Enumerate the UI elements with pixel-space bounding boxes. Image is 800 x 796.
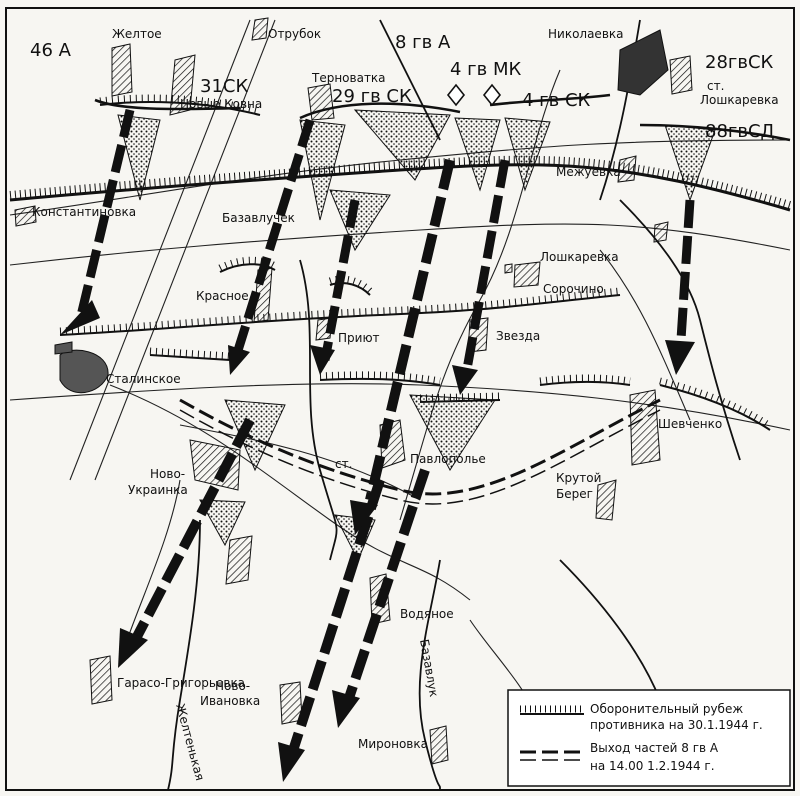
unit-8gva: 8 гв А bbox=[395, 32, 451, 53]
place-st-loshkarevka-1: ст. bbox=[707, 79, 724, 93]
place-sorochino: Сорочино bbox=[543, 282, 604, 296]
settlements bbox=[14, 17, 693, 765]
place-st: ст. bbox=[335, 457, 352, 471]
legend-line1-a: Оборонительный рубеж bbox=[590, 702, 743, 716]
place-mezhuevka: Межуевка bbox=[556, 165, 621, 179]
place-novo-1: Ново- bbox=[150, 467, 185, 481]
place-mironovka: Мироновка bbox=[358, 737, 428, 751]
place-bereg: Берег bbox=[556, 487, 593, 501]
unit-4gvsk: 4 гв СК bbox=[522, 90, 591, 111]
river-zheltenkaya: Желтенькая bbox=[173, 702, 207, 782]
place-bazavluchek: Базавлучек bbox=[222, 211, 295, 225]
place-loshkarevka: Лошкаревка bbox=[540, 250, 619, 264]
place-pavlopole: Павлополье bbox=[410, 452, 486, 466]
place-zheltoe: Желтое bbox=[112, 27, 162, 41]
attack-arrows bbox=[75, 108, 695, 762]
place-novye-kovna: Новые Ковна bbox=[180, 97, 262, 111]
legend: Оборонительный рубеж противника на 30.1.… bbox=[507, 689, 791, 787]
place-konstantinovka: Константиновка bbox=[32, 205, 136, 219]
legend-line2-a: Выход частей 8 гв А bbox=[590, 741, 719, 755]
place-krutoy: Крутой bbox=[556, 471, 601, 485]
place-zvezda: Звезда bbox=[496, 329, 540, 343]
place-novo-2: Ново- bbox=[215, 679, 250, 693]
place-krasnoe: Красное bbox=[196, 289, 249, 303]
place-ivanovka: Ивановка bbox=[200, 694, 260, 708]
place-nikolaevka: Николаевка bbox=[548, 27, 624, 41]
unit-46a: 46 А bbox=[30, 40, 72, 61]
mech-corps-symbols bbox=[446, 83, 502, 107]
enemy-defense-lines bbox=[9, 94, 792, 431]
unit-31sk: 31СК bbox=[200, 76, 248, 97]
place-priyut: Приют bbox=[338, 331, 380, 345]
legend-line2-b: на 14.00 1.2.1944 г. bbox=[590, 759, 715, 773]
place-vodyanoe: Водяное bbox=[400, 607, 454, 621]
place-shevchenko: Шевченко bbox=[658, 417, 722, 431]
unit-88gvsd: 88гвСД bbox=[705, 121, 775, 142]
front-lines bbox=[94, 93, 791, 142]
place-gaso: Гарасо-Григорьевка bbox=[117, 676, 245, 690]
place-otrubok: Отрубок bbox=[268, 27, 321, 41]
place-stalinskoe: Сталинское bbox=[106, 372, 181, 386]
legend-line1-b: противника на 30.1.1944 г. bbox=[590, 718, 763, 732]
map-frame bbox=[5, 7, 795, 791]
unit-4gvmk: 4 гв МК bbox=[450, 59, 521, 80]
attack-wedges bbox=[117, 109, 716, 562]
unit-28gvsk: 28гвСК bbox=[705, 52, 774, 73]
place-ukrainka: Украинка bbox=[128, 483, 188, 497]
arrow-heads bbox=[60, 300, 695, 782]
unit-29gvsk: 29 гв СК bbox=[332, 86, 412, 107]
place-ternovatka: Терноватка bbox=[311, 71, 386, 85]
place-st-loshkarevka-2: Лошкаревка bbox=[700, 93, 779, 107]
